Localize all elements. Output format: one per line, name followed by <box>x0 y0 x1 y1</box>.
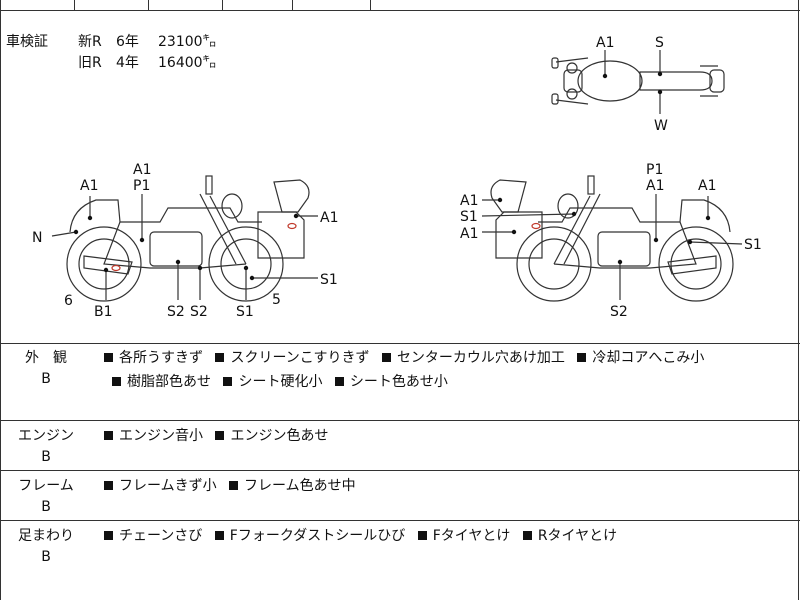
condition-item: シート硬化小 <box>215 374 322 390</box>
condition-item: エンジン色あせ <box>207 428 328 444</box>
damage-diagram: A1 S W A1 P1 A1 N A1 6 B1 S2 S2 S1 S1 5 … <box>32 35 762 320</box>
grade-frame: B <box>41 499 51 515</box>
grade-engine: B <box>41 449 51 465</box>
condition-item: チェーンさび <box>104 528 202 544</box>
section-label-engine: エンジン B <box>0 426 92 468</box>
left-label-s2-b: S2 <box>190 304 208 320</box>
right-label-a1-rear: A1 <box>698 178 716 194</box>
section-label-suspension: 足まわり B <box>0 526 92 568</box>
condition-item: Rタイヤとけ <box>515 528 617 544</box>
grade-suspension: B <box>41 549 51 565</box>
right-label-s1-cowl: S1 <box>460 209 478 225</box>
right-label-s1: S1 <box>744 237 762 253</box>
right-label-a1-cowl-b: A1 <box>460 226 478 242</box>
left-label-5: 5 <box>272 292 281 308</box>
condition-item: フレーム色あせ中 <box>221 478 356 494</box>
section-items-suspension: チェーンさび Fフォークダストシールひび Fタイヤとけ Rタイヤとけ <box>104 524 794 548</box>
top-table-edge <box>0 0 800 11</box>
left-label-s2-a: S2 <box>167 304 185 320</box>
section-items-engine: エンジン音小 エンジン色あせ <box>104 424 794 448</box>
condition-item: シート色あせ小 <box>327 374 448 390</box>
left-label-6: 6 <box>64 293 73 309</box>
right-label-s2: S2 <box>610 304 628 320</box>
inspection-label: 車検証 <box>6 34 48 50</box>
motorcycle-left-side-icon <box>66 175 310 302</box>
left-label-a1-cowl: A1 <box>320 210 338 226</box>
condition-item: Fフォークダストシールひび <box>207 528 405 544</box>
right-label-p1: P1 <box>646 162 663 178</box>
section-label-frame: フレーム B <box>0 476 92 518</box>
motorcycle-top-view-icon <box>551 57 725 105</box>
right-label-a1-top: A1 <box>646 178 664 194</box>
grade-exterior: B <box>41 371 51 387</box>
top-label-a1: A1 <box>596 35 614 51</box>
section-label-exterior: 外 観 B <box>0 348 92 390</box>
section-items-frame: フレームきず小 フレーム色あせ中 <box>104 474 794 498</box>
condition-item: 樹脂部色あせ <box>104 374 211 390</box>
condition-item: エンジン音小 <box>104 428 203 444</box>
condition-item: 冷却コアへこみ小 <box>569 350 704 366</box>
condition-item: 各所うすきず <box>104 350 203 366</box>
left-label-b1: B1 <box>94 304 113 320</box>
condition-item: Fタイヤとけ <box>410 528 510 544</box>
section-items-exterior: 各所うすきず スクリーンこすりきず センターカウル穴あけ加工 冷却コアへこみ小 … <box>104 346 794 394</box>
condition-item: センターカウル穴あけ加工 <box>374 350 565 366</box>
left-label-a1-rear: A1 <box>80 178 98 194</box>
left-label-s1-front: S1 <box>320 272 338 288</box>
left-label-n: N <box>32 230 42 246</box>
condition-item: スクリーンこすりきず <box>207 350 369 366</box>
left-label-p1: P1 <box>133 178 150 194</box>
motorcycle-right-side-icon <box>490 175 734 302</box>
right-label-a1-cowl-a: A1 <box>460 193 478 209</box>
left-label-s1-bottom: S1 <box>236 304 254 320</box>
top-label-s: S <box>655 35 664 51</box>
top-label-w: W <box>654 118 668 134</box>
left-label-a1-top: A1 <box>133 162 151 178</box>
condition-item: フレームきず小 <box>104 478 217 494</box>
